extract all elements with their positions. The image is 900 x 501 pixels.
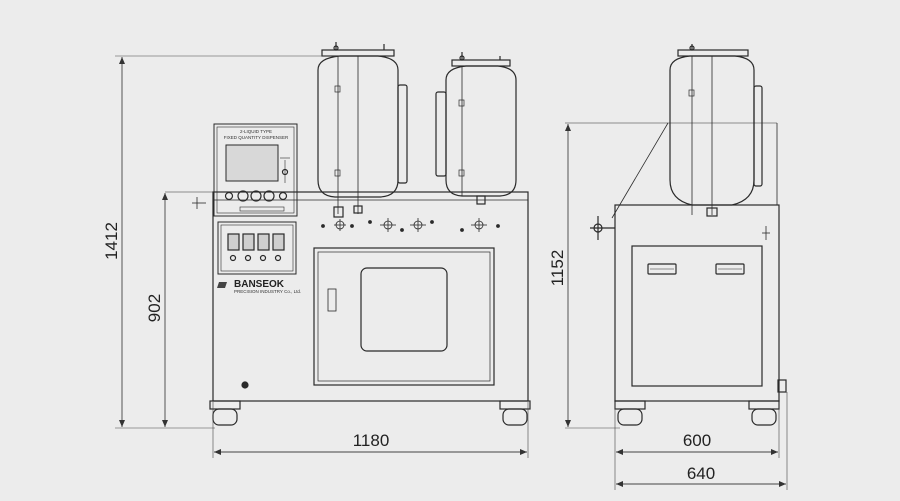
control-panel xyxy=(213,123,298,217)
front-view: 2-LIQUID TYPE FIXED QUANTITY DISPENSER B… xyxy=(165,42,531,426)
side-cabinet xyxy=(614,204,780,402)
dim-side-overall-width: 640 xyxy=(687,464,715,483)
dim-table-height: 902 xyxy=(145,294,164,322)
side-wheel-right xyxy=(748,400,780,426)
display-screen xyxy=(225,144,279,182)
left-tank xyxy=(317,42,408,218)
side-tank xyxy=(669,44,763,217)
panel-title-2: FIXED QUANTITY DISPENSER xyxy=(224,135,289,140)
front-cabinet xyxy=(212,191,529,402)
right-tank xyxy=(435,52,517,205)
panel-title-1: 2-LIQUID TYPE xyxy=(240,129,272,134)
front-door xyxy=(313,247,495,386)
brand-subtitle: PRECISION INDUSTRY Co., Ltd. xyxy=(234,289,301,294)
dim-side-height: 1152 xyxy=(548,250,567,287)
side-view xyxy=(565,44,787,426)
temperature-panel xyxy=(217,221,297,275)
front-wheel-right xyxy=(499,400,531,426)
dimension-lines xyxy=(115,55,788,490)
dim-side-body-width: 600 xyxy=(683,431,711,450)
side-wheel-left xyxy=(614,400,646,426)
valve-row xyxy=(321,218,500,232)
dim-front-width: 1180 xyxy=(353,431,390,450)
brand-logo: BANSEOK xyxy=(234,279,285,290)
dim-overall-height: 1412 xyxy=(102,222,121,260)
front-wheel-left xyxy=(209,400,241,426)
